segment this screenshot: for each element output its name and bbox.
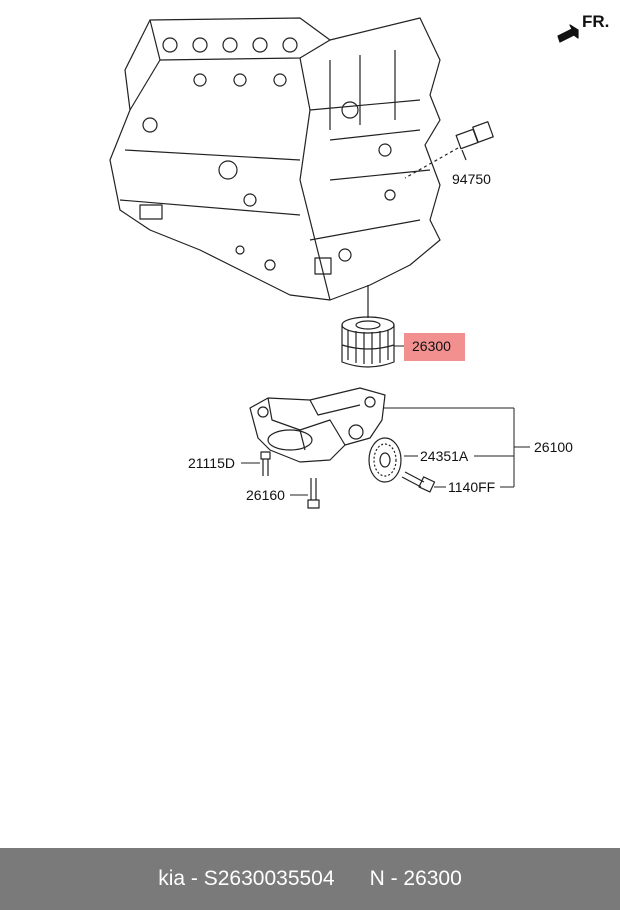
footer-bar: kia - S2630035504 N - 26300 bbox=[0, 848, 620, 910]
gear-drawing bbox=[368, 437, 402, 483]
part-label-gear-bolt[interactable]: 1140FF bbox=[448, 479, 496, 495]
footer-gap bbox=[335, 867, 370, 891]
sensor-drawing bbox=[404, 121, 494, 179]
part-label-oil-filter[interactable]: 26300 bbox=[412, 338, 451, 354]
part-label-bolt-a[interactable]: 21115D bbox=[188, 455, 235, 471]
part-label-oil-pump-assembly[interactable]: 26100 bbox=[534, 439, 573, 455]
oil-filter-drawing bbox=[341, 285, 395, 368]
footer-brand: kia bbox=[158, 867, 186, 890]
footer-separator: - bbox=[185, 867, 204, 890]
part-label-bolt-b[interactable]: 26160 bbox=[246, 487, 285, 503]
footer-part-number: S2630035504 bbox=[203, 867, 335, 890]
bolt-26160-drawing bbox=[307, 478, 320, 509]
part-label-sensor[interactable]: 94750 bbox=[452, 171, 491, 187]
highlighted-part-box bbox=[404, 333, 465, 361]
leader-lines bbox=[241, 345, 530, 496]
bolt-21115d-drawing bbox=[260, 451, 271, 476]
front-arrow-icon bbox=[557, 24, 579, 43]
engine-block-drawing bbox=[109, 17, 441, 301]
front-direction-label: FR. bbox=[582, 12, 610, 31]
exploded-parts-diagram bbox=[109, 17, 579, 509]
oil-pump-drawing bbox=[249, 387, 386, 463]
bolt-1140ff-drawing bbox=[401, 471, 436, 493]
part-label-gear[interactable]: 24351A bbox=[420, 448, 469, 464]
footer-ref: N - 26300 bbox=[369, 867, 462, 890]
